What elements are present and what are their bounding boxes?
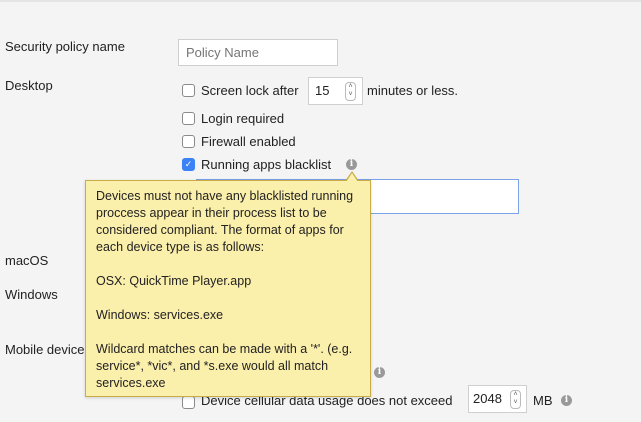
desktop-label: Desktop (5, 78, 53, 93)
macos-label: macOS (5, 253, 49, 268)
mobile-device-label: Mobile device (5, 342, 85, 357)
blacklist-checkbox[interactable]: ✓ (182, 158, 195, 171)
top-divider (0, 0, 641, 2)
checkmark-icon: ✓ (184, 159, 193, 169)
policy-name-input[interactable] (178, 39, 338, 66)
login-required-checkbox[interactable] (182, 112, 195, 125)
cellular-data-value: 2048 (473, 391, 502, 406)
screen-lock-suffix: minutes or less. (367, 83, 459, 98)
screen-lock-minutes-input[interactable]: 15 (308, 77, 363, 105)
policy-name-label: Security policy name (5, 39, 125, 54)
firewall-label: Firewall enabled (201, 134, 296, 149)
blacklist-label: Running apps blacklist (201, 157, 332, 172)
info-icon[interactable]: i (561, 395, 572, 406)
info-icon[interactable]: i (346, 159, 357, 170)
tooltip-wildcard-note: Wildcard matches can be made with a '*'.… (96, 342, 353, 390)
tooltip-arrow-fill (346, 173, 358, 182)
spinner-arrows-icon[interactable]: ˄˅ (345, 82, 356, 101)
firewall-checkbox[interactable] (182, 135, 195, 148)
cellular-data-unit: MB (533, 393, 553, 408)
info-icon[interactable]: i (374, 367, 385, 378)
cellular-data-checkbox[interactable] (182, 396, 195, 409)
screen-lock-checkbox[interactable] (182, 84, 195, 97)
tooltip-osx-example: OSX: QuickTime Player.app (96, 274, 252, 288)
tooltip-description: Devices must not have any blacklisted ru… (96, 189, 354, 254)
tooltip-windows-example: Windows: services.exe (96, 308, 224, 322)
login-required-label: Login required (201, 111, 285, 126)
spinner-arrows-icon[interactable]: ˄˅ (510, 390, 521, 409)
blacklist-tooltip: Devices must not have any blacklisted ru… (85, 180, 371, 397)
screen-lock-minutes-value: 15 (315, 83, 330, 98)
screen-lock-label: Screen lock after (201, 83, 299, 98)
windows-label: Windows (5, 287, 58, 302)
